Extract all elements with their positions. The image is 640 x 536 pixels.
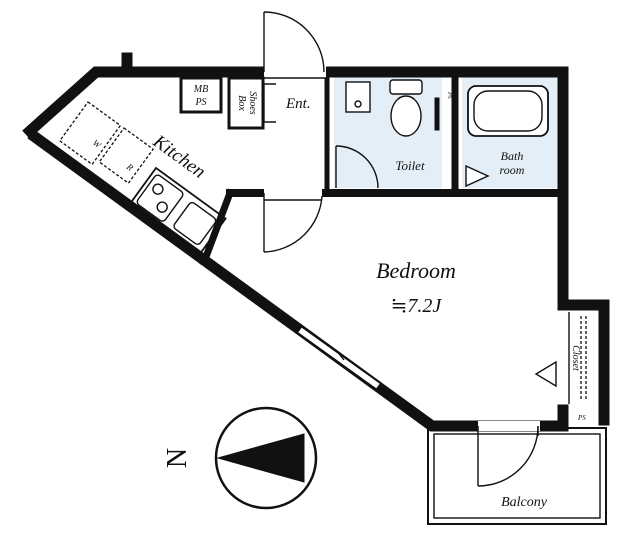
entrance-label: Ent. (285, 96, 311, 112)
shoes-box: Shoes Box (227, 76, 276, 130)
closet-label: Closet (570, 345, 581, 371)
window (297, 326, 381, 390)
ps-label: PS (194, 97, 206, 108)
compass-icon: N (162, 406, 318, 510)
ps-bath-label: PS (446, 91, 452, 99)
bath-label-1: Bath (501, 149, 524, 163)
bath: Bath room (465, 85, 549, 188)
toilet: Toilet (345, 79, 425, 173)
balcony-label: Balcony (501, 495, 548, 510)
mb-ps: MB PS (179, 76, 223, 114)
balcony: Balcony (427, 421, 607, 525)
north-label: N (162, 448, 193, 468)
fridge-space (98, 127, 155, 185)
bedroom-door[interactable] (263, 188, 323, 253)
entrance-door[interactable] (263, 11, 326, 79)
washer-label: W (91, 138, 104, 151)
toilet-label: Toilet (395, 158, 425, 173)
bedroom-label: Bedroom (376, 258, 456, 283)
mb-label: MB (193, 84, 208, 95)
box-label: Box (236, 95, 247, 111)
ps-small-label: PS (577, 414, 586, 422)
toilet-door[interactable] (335, 145, 379, 189)
bedroom-size: ≒7.2J (391, 295, 443, 317)
closet: Closet PS (534, 312, 587, 422)
shoes-label: Shoes (247, 91, 258, 114)
bath-label-2: room (500, 163, 525, 177)
kitchen-counter (128, 166, 227, 256)
fridge-label: R (124, 161, 136, 173)
